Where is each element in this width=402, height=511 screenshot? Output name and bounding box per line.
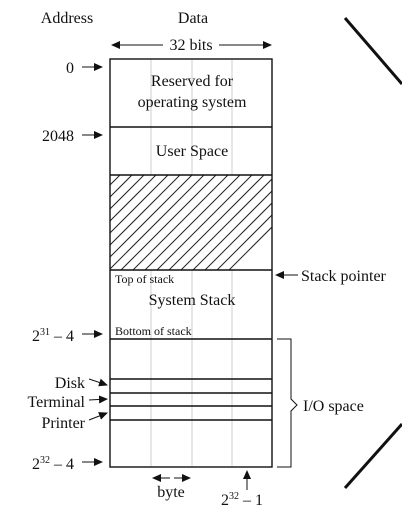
address-2048: 2048	[42, 128, 74, 145]
decorative-diagonal-top	[343, 17, 402, 85]
bottom-of-stack-label: Bottom of stack	[115, 324, 192, 338]
address-zero: 0	[66, 60, 74, 77]
address-2-31-minus-4: 231 – 4	[32, 327, 74, 345]
decorative-diagonal-bottom	[343, 423, 402, 489]
io-space-bracket	[277, 338, 298, 468]
memory-column	[109, 58, 273, 468]
terminal-label: Terminal	[27, 394, 85, 411]
top-of-stack-label: Top of stack	[115, 272, 174, 286]
data-header: Data	[178, 10, 208, 27]
printer-arrow	[88, 412, 108, 421]
byte-grid	[150, 59, 233, 467]
io-space-label: I/O space	[303, 398, 364, 415]
stack-pointer-label: Stack pointer	[301, 268, 387, 285]
terminal-arrow	[88, 395, 108, 404]
width-label: 32 bits	[169, 37, 212, 54]
user-space-label: User Space	[156, 143, 228, 160]
address-header: Address	[41, 10, 93, 27]
system-stack-label: System Stack	[149, 292, 236, 309]
reserved-label-line1: Reserved for	[151, 73, 234, 90]
address-2-32-minus-4: 232 – 4	[32, 455, 74, 473]
printer-label: Printer	[41, 415, 85, 432]
byte-label: byte	[157, 484, 185, 501]
unused-hatched-region	[110, 175, 272, 270]
reserved-label-line2: operating system	[138, 94, 247, 111]
disk-arrow	[88, 378, 108, 387]
last-byte-address: 232 – 1	[221, 491, 263, 509]
disk-label: Disk	[55, 375, 85, 392]
